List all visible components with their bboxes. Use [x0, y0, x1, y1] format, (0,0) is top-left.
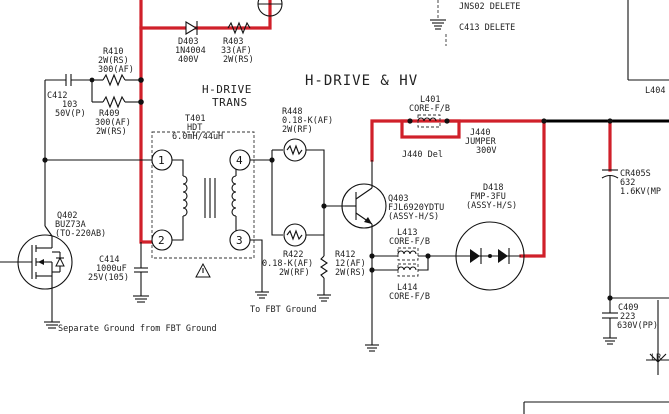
- r448-rating: 2W(RF): [282, 125, 313, 135]
- pin-4-label: 4: [236, 154, 243, 167]
- note-separate-ground: Separate Ground from FBT Ground: [58, 324, 217, 334]
- label-l404: L404: [645, 86, 665, 96]
- r410-rating: 2W(RS): [98, 56, 129, 66]
- t401-pin-3: 3: [229, 229, 251, 251]
- j440-type: JUMPER: [465, 137, 497, 147]
- l414-bead: [397, 263, 419, 277]
- pin-3-label: 3: [236, 234, 243, 247]
- d418-part: FMP-3FU: [470, 192, 506, 202]
- q403-ref: Q403: [388, 194, 408, 204]
- t401-windings: [172, 159, 237, 241]
- l414-ref: L414: [397, 283, 417, 293]
- l401-type: CORE-F/B: [409, 104, 450, 114]
- t401-pin-2: 2: [151, 229, 173, 251]
- d418-assy: (ASSY-H/S): [466, 201, 517, 211]
- r448-ref: R448: [282, 107, 302, 117]
- r403-value: 33(AF): [221, 46, 252, 56]
- d403-ref: D403: [178, 37, 198, 47]
- pin-1-label: 1: [158, 154, 165, 167]
- r403-rating: 2W(RS): [223, 55, 254, 65]
- q402-part: BUZ73A: [55, 220, 86, 230]
- r403-ref: R403: [223, 37, 243, 47]
- r412-rating: 2W(RS): [335, 268, 366, 278]
- j440-rating: 300V: [476, 146, 496, 156]
- t401-ref: T401: [185, 114, 205, 124]
- highlighted-supply-net: [139, 0, 612, 258]
- q403-assy: (ASSY-H/S): [388, 212, 439, 222]
- r403-resistor: [227, 21, 251, 35]
- pin-2-label: 2: [158, 234, 165, 247]
- t401-outline: [151, 131, 255, 259]
- q403-transistor: [341, 183, 387, 229]
- l401-ref: L401: [420, 95, 440, 105]
- q403-part: FJL6920YDTU: [388, 203, 444, 213]
- d403-rating: 400V: [178, 55, 198, 65]
- c414-rating: 25V(105): [88, 273, 129, 283]
- j440-ref: J440: [470, 128, 490, 138]
- r422-resistor: [283, 223, 307, 247]
- label-lr: LR: [651, 353, 662, 363]
- r409-value: 300(AF): [95, 118, 131, 128]
- r409-resistor: [102, 95, 126, 109]
- q402-ref: Q402: [57, 211, 77, 221]
- l401-bead: [417, 114, 441, 128]
- t401-inductance: 6.0mH/44uH: [172, 132, 223, 142]
- note-to-fbt-ground: To FBT Ground: [250, 305, 317, 315]
- c412-ref: C412: [47, 91, 67, 101]
- cr405s-plate-b: [601, 174, 619, 179]
- r412-value: 12(AF): [335, 259, 366, 269]
- h-drive-trans-label-2: TRANS: [212, 96, 248, 109]
- warning-triangle-icon: [195, 262, 211, 278]
- d418-ref: D418: [483, 183, 503, 193]
- c409-rating: 630V(PP): [617, 321, 658, 331]
- r422-rating: 2W(RF): [279, 268, 310, 278]
- c409-value: 223: [620, 312, 635, 322]
- d418-diode: [455, 221, 525, 291]
- note-c413: C413 DELETE: [459, 23, 515, 33]
- l413-bead: [397, 247, 419, 261]
- d403-diode: [185, 21, 198, 35]
- t401-type: HDT: [187, 123, 202, 133]
- r410-resistor: [102, 73, 126, 87]
- q402-package: (TO-220AB): [55, 229, 106, 239]
- cr405s-value: 632: [620, 178, 635, 188]
- r448-value: 0.18-K(AF): [282, 116, 333, 126]
- r412-resistor: [320, 255, 328, 279]
- note-jns02: JNS02 DELETE: [459, 2, 520, 12]
- schematic-title: H-DRIVE & HV: [305, 73, 418, 89]
- r422-ref: R422: [283, 250, 303, 260]
- c414-value: 1000uF: [96, 264, 127, 274]
- r412-ref: R412: [335, 250, 355, 260]
- l414-type: CORE-F/B: [389, 292, 430, 302]
- c409-ref: C409: [618, 303, 638, 313]
- r410-ref: R410: [103, 47, 123, 57]
- t401-pin-1: 1: [151, 149, 173, 171]
- c412-value: 103: [62, 100, 77, 110]
- r409-rating: 2W(RS): [96, 127, 127, 137]
- d403-part: 1N4004: [175, 46, 206, 56]
- l413-ref: L413: [397, 228, 417, 238]
- cr405s-ref: CR405S: [620, 169, 651, 179]
- r422-value: 0.18-K(AF): [262, 259, 313, 269]
- r410-value: 300(AF): [98, 65, 134, 75]
- cr405s-rating: 1.6KV(MP: [620, 187, 661, 197]
- l413-type: CORE-F/B: [389, 237, 430, 247]
- c412-rating: 50V(P): [55, 109, 86, 119]
- j440-del-note: J440 Del: [402, 150, 443, 160]
- r448-resistor: [283, 138, 307, 162]
- c414-ref: C414: [99, 255, 119, 265]
- t401-pin-4: 4: [229, 149, 251, 171]
- h-drive-trans-label-1: H-DRIVE: [202, 83, 252, 96]
- r409-ref: R409: [99, 109, 119, 119]
